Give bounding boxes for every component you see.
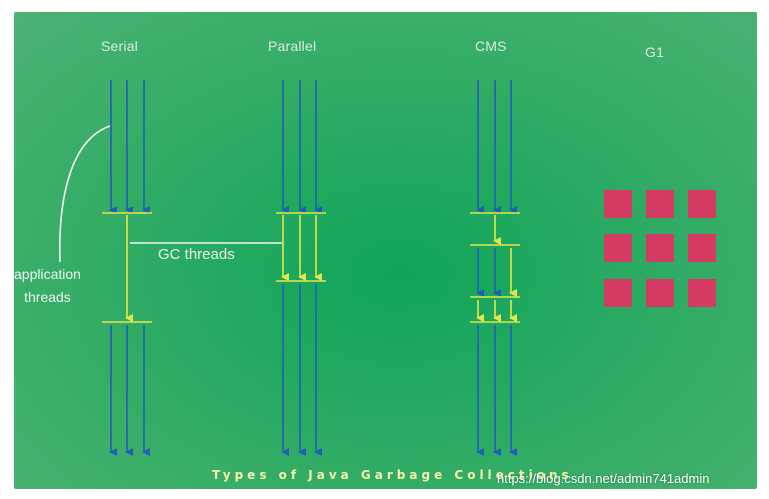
g1-title: G1: [645, 44, 665, 60]
g1-region: [646, 190, 674, 218]
application-threads-label-line1: application: [14, 266, 81, 282]
parallel-title: Parallel: [268, 38, 317, 54]
diagram-panel: [14, 12, 757, 489]
serial-title: Serial: [101, 38, 138, 54]
application-threads-pointer: [58, 125, 111, 263]
watermark: https://blog.csdn.net/admin741admin: [497, 471, 710, 486]
diagram-caption: Types of Java Garbage Collections: [212, 468, 573, 482]
application-threads-label: application threads: [14, 263, 81, 309]
g1-region: [604, 279, 632, 307]
application-threads-label-line2: threads: [24, 289, 71, 305]
cms-title: CMS: [475, 38, 507, 54]
g1-region: [688, 279, 716, 307]
g1-region: [646, 279, 674, 307]
gc-threads-label: GC threads: [158, 246, 235, 263]
g1-region: [688, 190, 716, 218]
g1-region: [604, 190, 632, 218]
g1-region: [604, 234, 632, 262]
g1-region: [688, 234, 716, 262]
g1-region: [646, 234, 674, 262]
